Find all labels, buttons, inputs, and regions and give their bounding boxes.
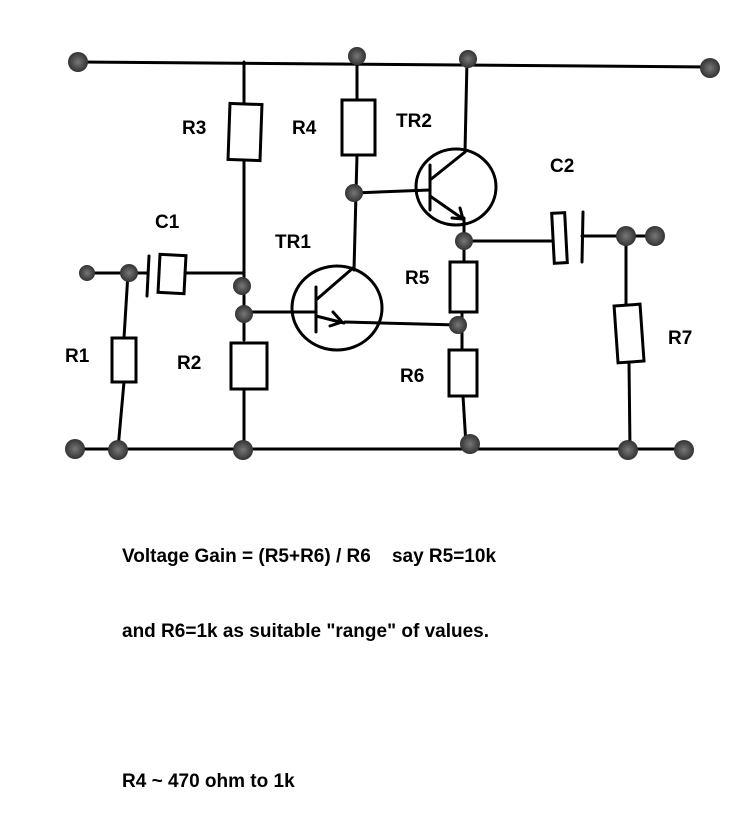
resistor-r4 <box>340 98 377 157</box>
tr2-collector-wire <box>463 58 469 154</box>
input-junction-node <box>120 264 138 282</box>
c2-output-node <box>616 226 636 246</box>
r4-bottom-lead <box>352 153 359 272</box>
positive-supply-rail <box>76 60 712 69</box>
r7-bottom-lead <box>627 360 632 451</box>
label-r3: R3 <box>182 118 206 139</box>
label-r5: R5 <box>405 268 430 289</box>
tr2-emitter-node <box>455 232 473 250</box>
tr1-collector-node <box>345 184 363 202</box>
transistor-tr1 <box>290 264 384 352</box>
r7-ground-node <box>618 440 638 460</box>
resistor-r2 <box>229 341 269 391</box>
design-notes: Voltage Gain = (R5+R6) / R6 say R5=10k a… <box>122 494 496 819</box>
label-r6: R6 <box>400 366 424 387</box>
resistor-range-note: and R6=1k as suitable "range" of values. <box>122 621 490 642</box>
label-r2: R2 <box>177 353 201 374</box>
transistor-tr2 <box>414 147 498 227</box>
r5-r6-junction-node <box>449 316 467 334</box>
ground-left-terminal <box>65 439 85 459</box>
tr2-base-wire <box>352 188 432 195</box>
r1-top-lead <box>122 271 130 340</box>
label-r1: R1 <box>65 346 90 367</box>
r4-supply-node <box>348 47 366 65</box>
supply-right-terminal <box>700 58 720 78</box>
label-r4: R4 <box>292 118 317 139</box>
label-tr2: TR2 <box>396 111 432 132</box>
resistor-r1 <box>110 336 138 384</box>
capacitor-c2 <box>550 210 585 265</box>
gain-formula-note: Voltage Gain = (R5+R6) / R6 say R5=10k <box>122 546 497 567</box>
input-terminal <box>79 265 95 281</box>
r2-ground-node <box>233 440 253 460</box>
resistor-r3 <box>226 101 264 163</box>
tr2-supply-node <box>459 50 477 68</box>
label-r7: R7 <box>668 328 692 349</box>
label-c1: C1 <box>155 212 180 233</box>
tr1-base-node <box>235 305 253 323</box>
amplifier-schematic: R1 R2 R3 R4 R5 R6 R7 C1 C2 TR1 TR2 <box>65 47 720 460</box>
ground-right-terminal <box>674 440 694 460</box>
label-tr1: TR1 <box>275 232 311 253</box>
resistor-r6 <box>447 348 479 398</box>
supply-left-terminal <box>68 52 88 72</box>
r4-value-note: R4 ~ 470 ohm to 1k <box>122 771 295 792</box>
capacitor-c1 <box>145 252 188 298</box>
resistor-r5 <box>448 260 479 314</box>
notes-spacer <box>122 694 496 719</box>
tr1-emitter-wire <box>343 320 460 327</box>
resistor-r7 <box>612 302 646 365</box>
label-c2: C2 <box>550 156 574 177</box>
r1-bottom-lead <box>116 380 126 451</box>
r1-ground-node <box>108 440 128 460</box>
bias-junction-node <box>233 277 251 295</box>
r6-ground-node <box>460 434 480 454</box>
output-terminal <box>645 226 665 246</box>
